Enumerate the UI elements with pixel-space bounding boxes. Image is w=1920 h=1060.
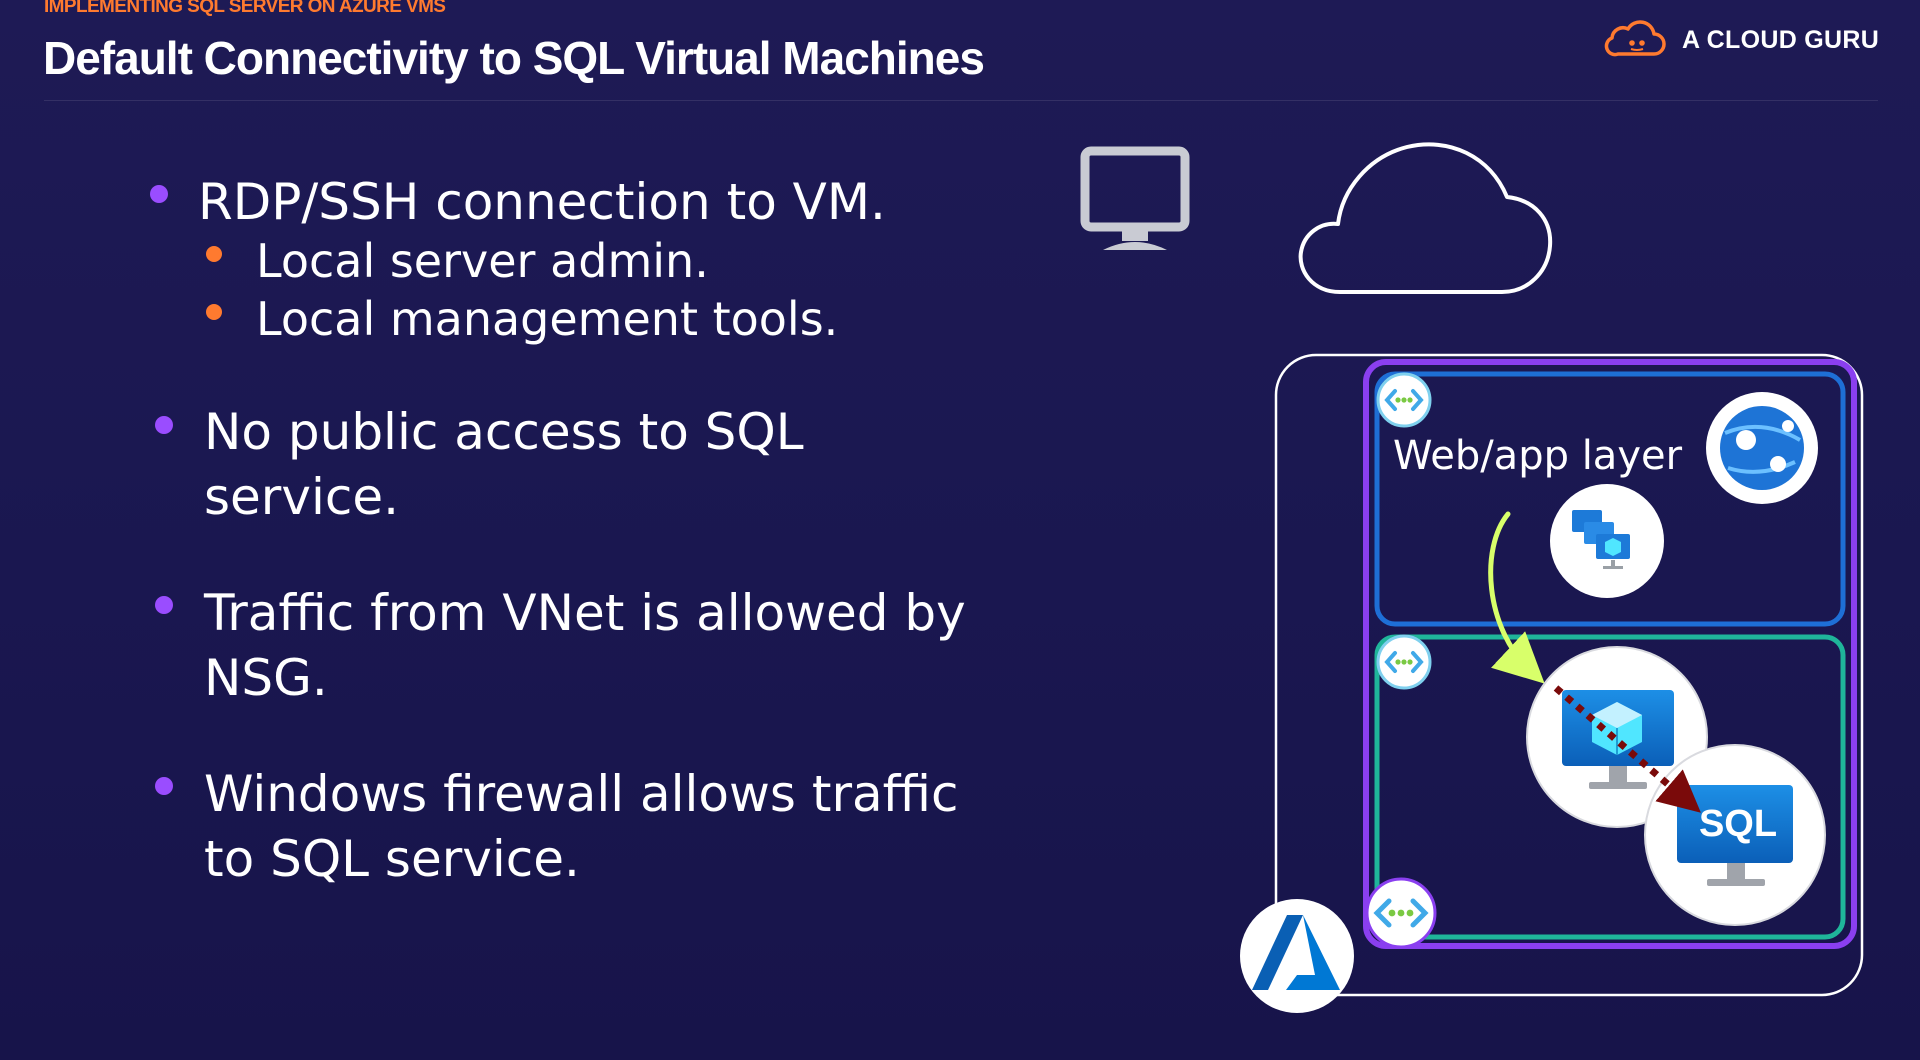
bullet-no-public-access-line1: No public access to SQL bbox=[204, 403, 804, 461]
internet-cloud-icon bbox=[1298, 142, 1553, 294]
web-to-vm-arrow bbox=[1488, 511, 1545, 684]
bullet-vnet-traffic-line2: NSG. bbox=[204, 649, 328, 707]
globe-app-service-icon bbox=[1706, 392, 1818, 504]
brand-logo: A CLOUD GURU bbox=[1604, 18, 1879, 62]
resource-group-boundary bbox=[1274, 353, 1864, 997]
sub-bullet-dot bbox=[206, 246, 222, 262]
brand-name: A CLOUD GURU bbox=[1682, 25, 1880, 54]
vm-scale-set-icon bbox=[1550, 484, 1664, 598]
sub-bullet-server-admin: Local server admin. bbox=[256, 234, 709, 288]
vnet-icon bbox=[1365, 877, 1437, 949]
bullet-dot bbox=[155, 416, 173, 434]
monitor-icon bbox=[1080, 146, 1190, 250]
subnet-icon bbox=[1376, 372, 1432, 428]
bullet-vnet-traffic-line1: Traffic from VNet is allowed by bbox=[204, 584, 966, 642]
sql-vm-icon: SQL bbox=[1644, 744, 1826, 926]
virtual-machine-icon bbox=[1526, 646, 1708, 828]
web-app-layer-label: Web/app layer bbox=[1393, 433, 1683, 479]
sql-badge-label: SQL bbox=[1699, 803, 1777, 845]
cloud-logo-icon bbox=[1604, 20, 1666, 57]
data-subnet bbox=[1374, 634, 1846, 940]
bullet-no-public-access-line2: service. bbox=[204, 468, 399, 526]
web-app-subnet bbox=[1374, 371, 1846, 627]
bullet-dot bbox=[155, 777, 173, 795]
vm-to-sql-arrow bbox=[1553, 685, 1701, 813]
azure-logo-icon bbox=[1240, 899, 1354, 1013]
bullet-rdp-ssh: RDP/SSH connection to VM. bbox=[198, 173, 886, 231]
bullet-dot bbox=[150, 185, 168, 203]
vnet-boundary bbox=[1363, 359, 1857, 949]
subnet-icon bbox=[1376, 634, 1432, 690]
course-eyebrow: IMPLEMENTING SQL SERVER ON AZURE VMS bbox=[44, 0, 446, 17]
bullet-list: RDP/SSH connection to VM. Local server a… bbox=[150, 173, 966, 888]
header-divider bbox=[44, 100, 1878, 101]
bullet-dot bbox=[155, 596, 173, 614]
bullet-firewall-line2: to SQL service. bbox=[204, 830, 580, 888]
sub-bullet-dot bbox=[206, 304, 222, 320]
bullet-firewall-line1: Windows firewall allows traffic bbox=[204, 765, 959, 823]
slide-title: Default Connectivity to SQL Virtual Mach… bbox=[43, 32, 985, 84]
sub-bullet-management-tools: Local management tools. bbox=[256, 292, 839, 346]
